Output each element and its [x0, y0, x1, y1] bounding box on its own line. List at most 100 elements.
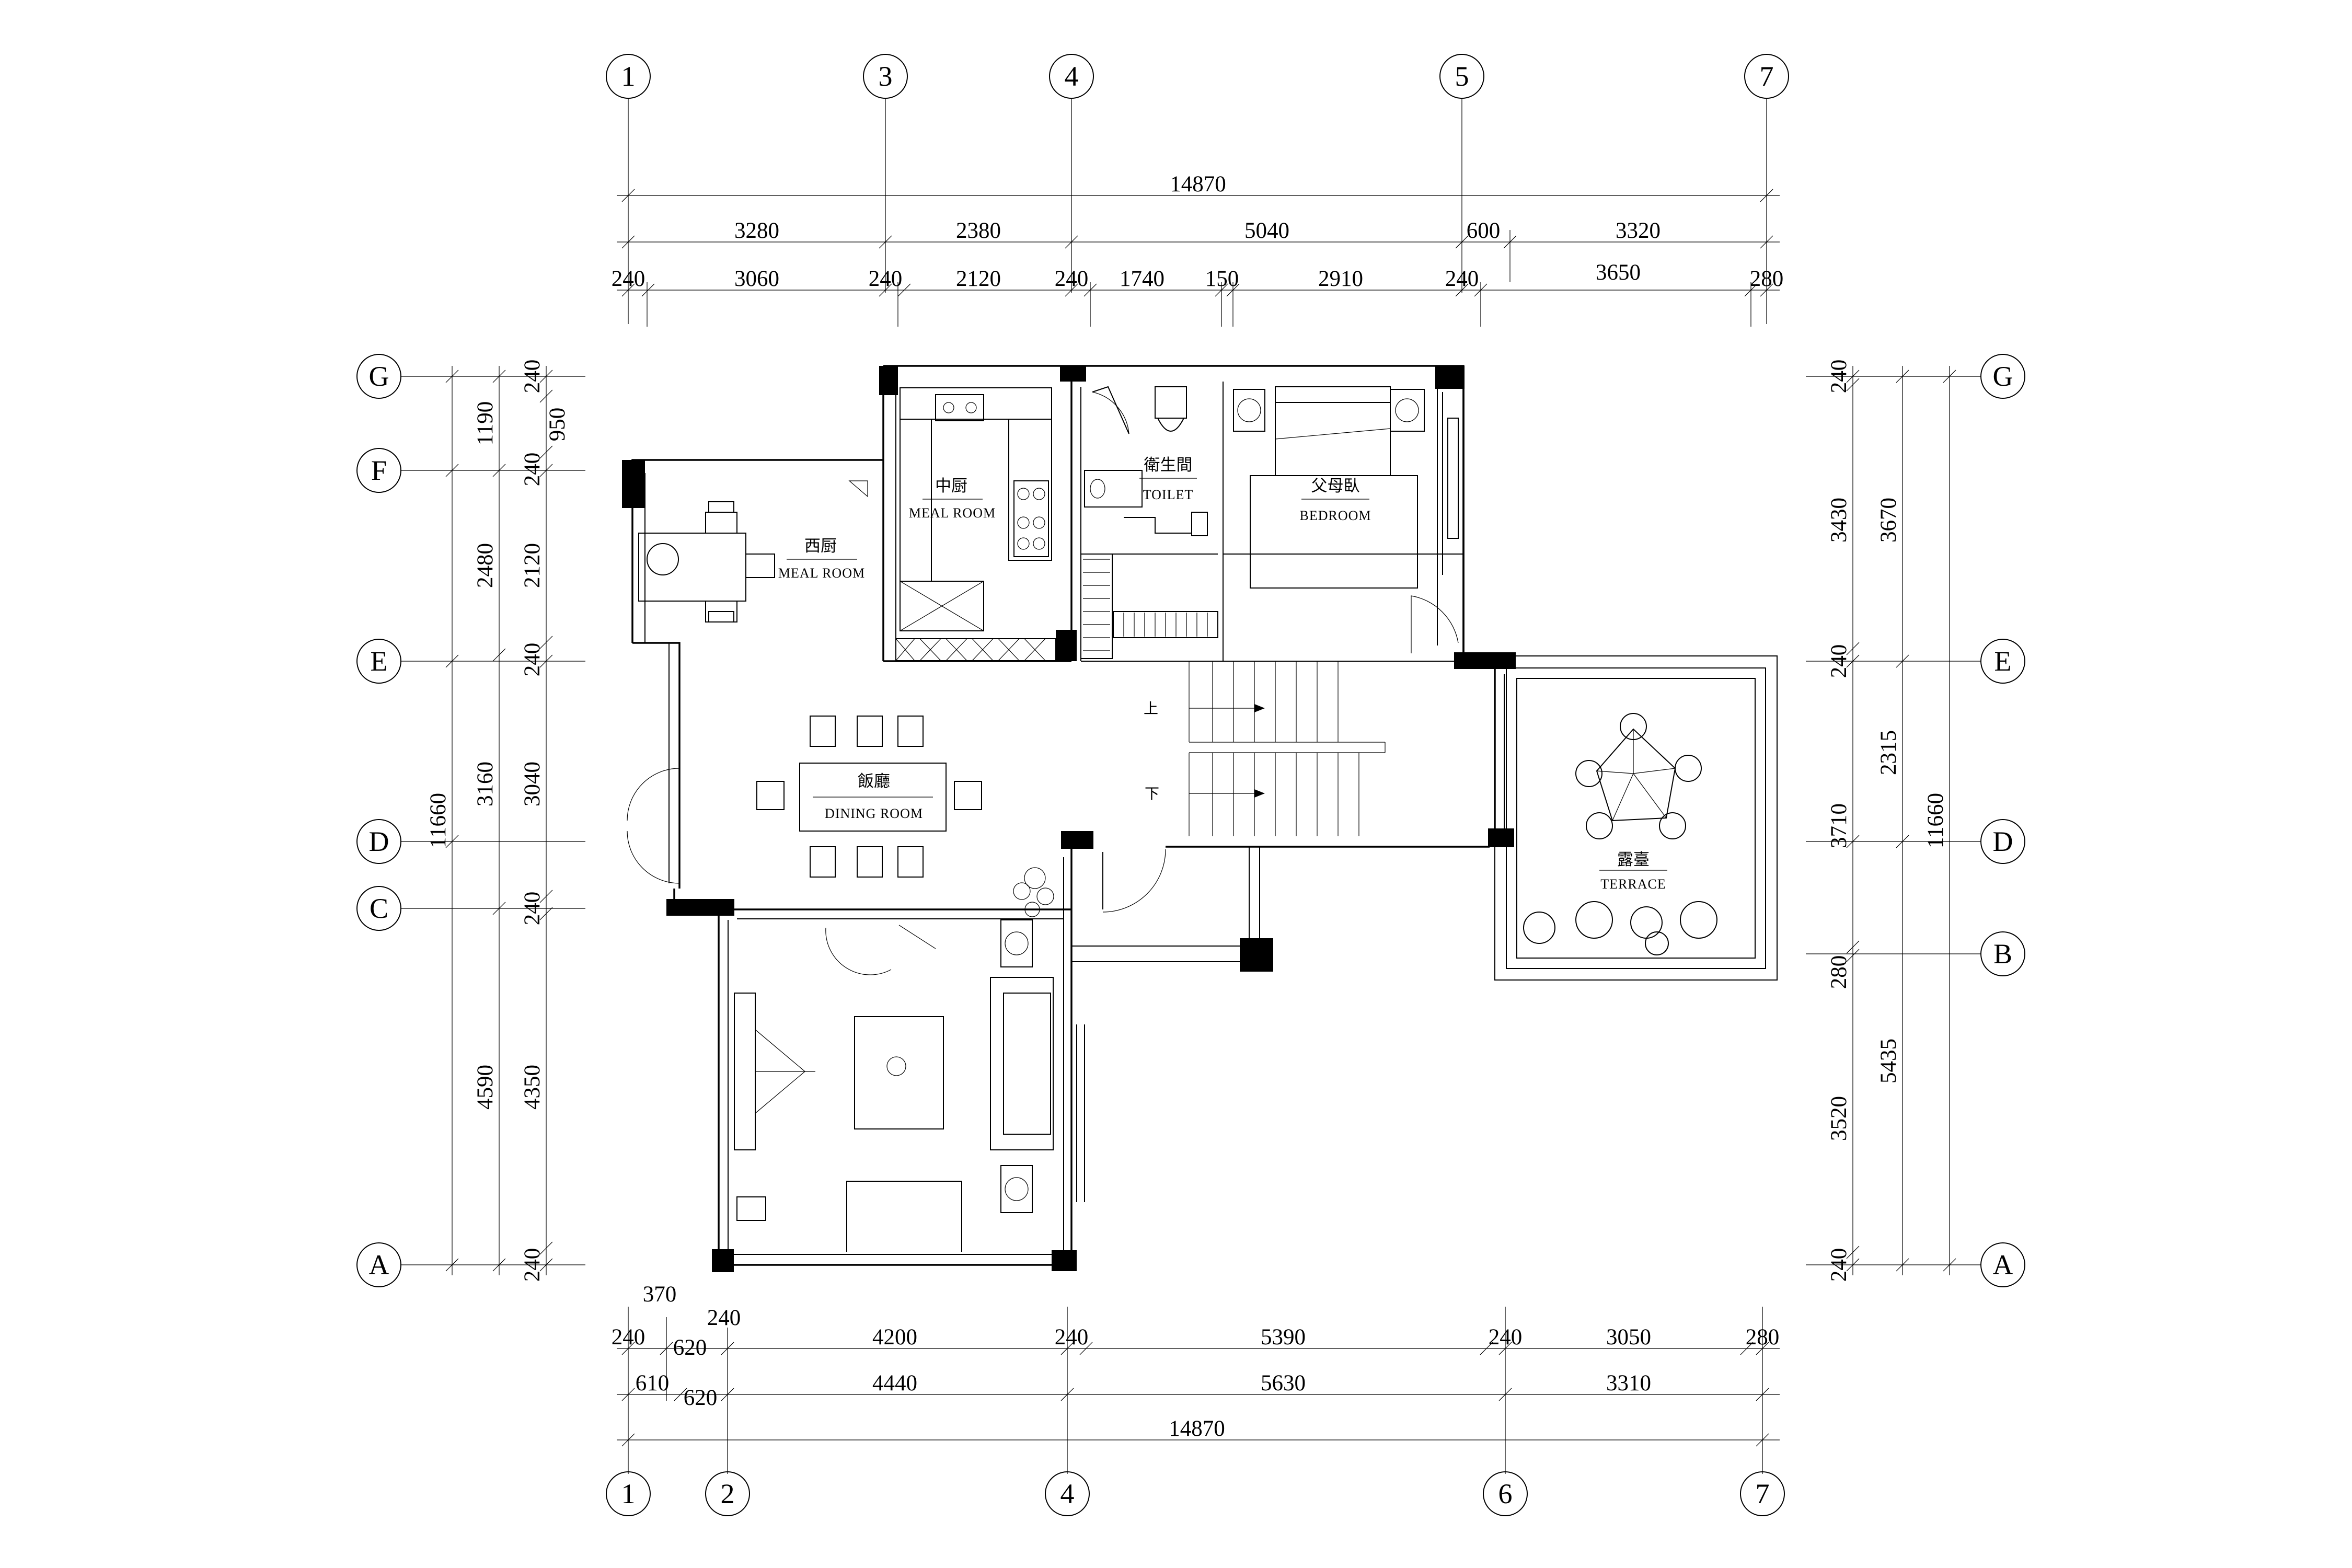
axis-label-top: 7 [1760, 61, 1774, 92]
axis-bubble-right-A [1980, 1242, 2025, 1287]
room-labels: 中厨 MEAL ROOM 西厨 MEAL ROOM 衛生間 TOILET 父母臥… [778, 456, 1667, 892]
dim-right: 3670 [1876, 498, 1901, 543]
dim-left: 1190 [473, 401, 498, 445]
axis-bubble-right-E [1980, 639, 2025, 684]
dim-bottom: 3050 [1606, 1325, 1651, 1350]
axis-label-left: F [371, 455, 387, 486]
walls [631, 365, 1778, 1266]
axis-bubble-right-D [1980, 819, 2025, 864]
dim-right: 3520 [1827, 1096, 1851, 1141]
dim-top: 2910 [1318, 267, 1363, 291]
axis-label-left: C [370, 893, 388, 924]
axis-bubble-bottom-4 [1045, 1471, 1090, 1516]
room-label-dining: 飯廳 [858, 772, 890, 791]
room-label-western-kitchen-en: MEAL ROOM [778, 566, 865, 581]
axis-bubble-left-G [356, 354, 401, 399]
bedroom-fixtures [1233, 386, 1459, 653]
dim-bottom: 280 [1746, 1325, 1780, 1350]
dim-right: 3430 [1827, 498, 1851, 543]
room-label-terrace: 露臺 [1617, 850, 1650, 869]
top-axis-grid: 1 3 4 5 7 [606, 54, 1789, 324]
dim-right-overall: 11660 [1923, 793, 1948, 848]
axis-bubble-bottom-1 [606, 1471, 651, 1516]
axis-label-left: E [371, 645, 388, 677]
room-label-meal-kitchen: 中厨 [935, 477, 967, 495]
axis-bubble-top-4 [1049, 54, 1094, 99]
axis-label-top: 4 [1065, 61, 1079, 92]
dim-top: 3060 [734, 267, 779, 291]
dim-top-overall: 14870 [1170, 172, 1226, 197]
room-label-bedroom: 父母臥 [1311, 477, 1360, 495]
axis-label-top: 3 [879, 61, 893, 92]
axis-label-bottom: 2 [721, 1478, 735, 1509]
dim-top: 240 [612, 267, 645, 291]
dim-top: 3320 [1616, 218, 1661, 243]
dim-right: 240 [1827, 1248, 1851, 1282]
dim-left-overall: 11660 [426, 793, 451, 848]
axis-label-right: A [1993, 1249, 2013, 1281]
dim-right: 280 [1827, 955, 1851, 989]
dim-bottom: 3310 [1606, 1371, 1651, 1396]
dim-bottom: 620 [684, 1386, 718, 1410]
dim-left: 2480 [473, 543, 498, 588]
dim-top: 5040 [1244, 218, 1289, 243]
axis-label-bottom: 1 [621, 1478, 636, 1509]
dim-bottom: 240 [707, 1306, 741, 1330]
axis-label-right: E [1994, 645, 2012, 677]
room-label-bedroom-en: BEDROOM [1299, 508, 1371, 523]
room-label-meal-kitchen-en: MEAL ROOM [909, 505, 996, 521]
dim-left: 240 [520, 453, 545, 487]
axis-label-left: G [369, 361, 389, 392]
axis-bubble-bottom-7 [1740, 1471, 1785, 1516]
stair-up-label: 上 [1144, 700, 1158, 717]
axis-label-left: D [369, 826, 389, 857]
dim-left: 240 [520, 1248, 545, 1282]
room-label-toilet-en: TOILET [1143, 487, 1194, 502]
dim-bottom: 240 [1489, 1325, 1523, 1350]
wall-columns [622, 366, 1516, 1272]
dim-bottom: 610 [636, 1371, 670, 1396]
room-label-dining-en: DINING ROOM [825, 806, 923, 821]
axis-label-bottom: 4 [1060, 1478, 1075, 1509]
axis-bubble-top-3 [863, 54, 908, 99]
dim-top: 2120 [956, 267, 1001, 291]
terrace-fixtures [1523, 713, 1717, 955]
axis-bubble-bottom-6 [1483, 1471, 1528, 1516]
room-label-terrace-en: TERRACE [1600, 877, 1666, 892]
axis-bubble-left-D [356, 819, 401, 864]
top-dimensions: 14870 3280 2380 5040 600 3320 240 3060 2… [612, 172, 1783, 327]
axis-bubble-top-5 [1439, 54, 1484, 99]
dim-top: 240 [869, 267, 903, 291]
dim-bottom: 5390 [1261, 1325, 1306, 1350]
dim-bottom: 240 [1055, 1325, 1089, 1350]
dim-bottom: 240 [612, 1325, 645, 1350]
axis-label-bottom: 6 [1498, 1478, 1513, 1509]
room-label-western-kitchen: 西厨 [804, 537, 837, 556]
dim-bottom: 370 [643, 1282, 677, 1307]
dim-top: 2380 [956, 218, 1001, 243]
axis-label-right: D [1993, 826, 2013, 857]
axis-bubble-right-B [1980, 931, 2025, 976]
room-label-toilet: 衛生間 [1144, 456, 1193, 475]
dim-left: 2120 [520, 543, 545, 588]
dim-top: 240 [1445, 267, 1479, 291]
dim-bottom-overall: 14870 [1169, 1416, 1225, 1441]
axis-label-right: G [1993, 361, 2013, 392]
dim-left: 3160 [473, 762, 498, 806]
dim-bottom: 4200 [872, 1325, 917, 1350]
dim-bottom: 4440 [872, 1371, 917, 1396]
dim-right: 240 [1827, 360, 1851, 394]
dim-top: 150 [1205, 267, 1239, 291]
stair-down-label: 下 [1145, 785, 1159, 802]
right-axis-grid: G E D B A 240 3430 240 3710 280 3520 240… [1806, 354, 2025, 1287]
western-kitchen-table [638, 501, 775, 622]
living-room-fixtures [734, 919, 1054, 1252]
axis-bubble-left-F [356, 448, 401, 493]
staircase: 上 下 [1102, 661, 1386, 913]
dim-left: 950 [545, 408, 570, 442]
dim-right: 5435 [1876, 1039, 1901, 1083]
dim-left: 4350 [520, 1065, 545, 1110]
dim-left: 3040 [520, 762, 545, 806]
dim-top: 3650 [1596, 260, 1641, 285]
